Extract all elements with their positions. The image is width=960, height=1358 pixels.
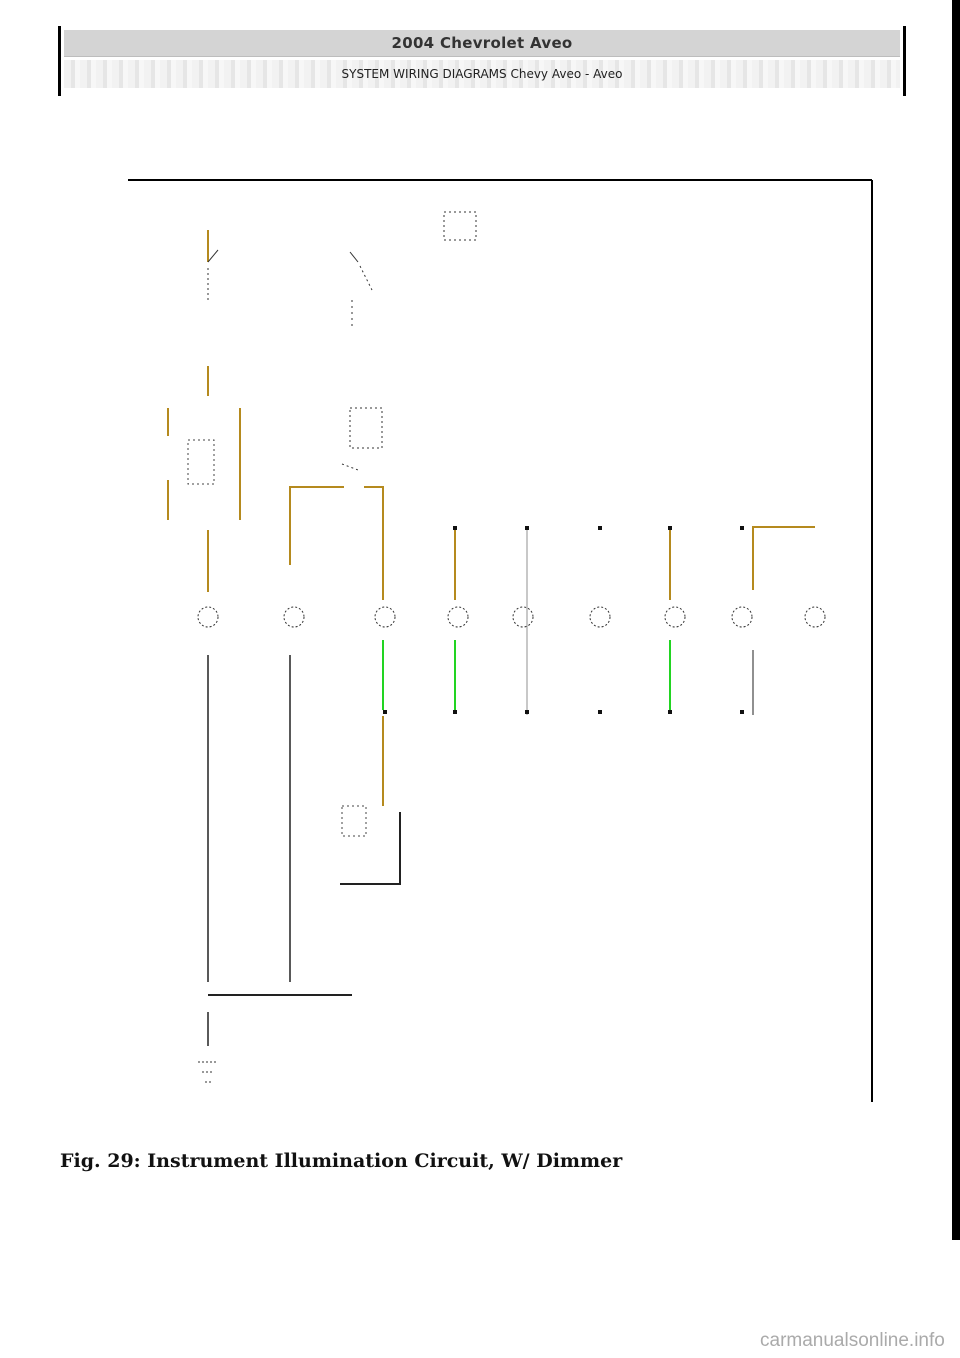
header-right-rule: [903, 26, 906, 96]
document-title: 2004 Chevrolet Aveo: [64, 30, 900, 57]
illumination-feed-wire: [289, 486, 384, 565]
ground-wires: [207, 655, 352, 1046]
splice-block: [341, 407, 383, 471]
header-left-rule: [58, 26, 61, 96]
ignition-switch-symbol: [349, 211, 477, 330]
fuse-top-left: [207, 230, 219, 300]
figure-caption: Fig. 29: Instrument Illumination Circuit…: [60, 1150, 623, 1172]
page-edge-rule: [952, 0, 960, 1240]
dimmer-switch: [167, 366, 241, 520]
diagram-frame: [128, 179, 873, 1102]
ground-symbol: [198, 1061, 218, 1083]
document-subtitle: SYSTEM WIRING DIAGRAMS Chevy Aveo - Aveo: [64, 60, 900, 88]
dimmer-return-wire: [340, 716, 401, 885]
document-header: 2004 Chevrolet Aveo SYSTEM WIRING DIAGRA…: [58, 26, 906, 96]
bulb-symbols: [197, 606, 826, 628]
lamp-circuits: [207, 526, 815, 715]
connector-dots: [383, 526, 744, 714]
site-watermark: carmanualsonline.info: [760, 1330, 945, 1351]
